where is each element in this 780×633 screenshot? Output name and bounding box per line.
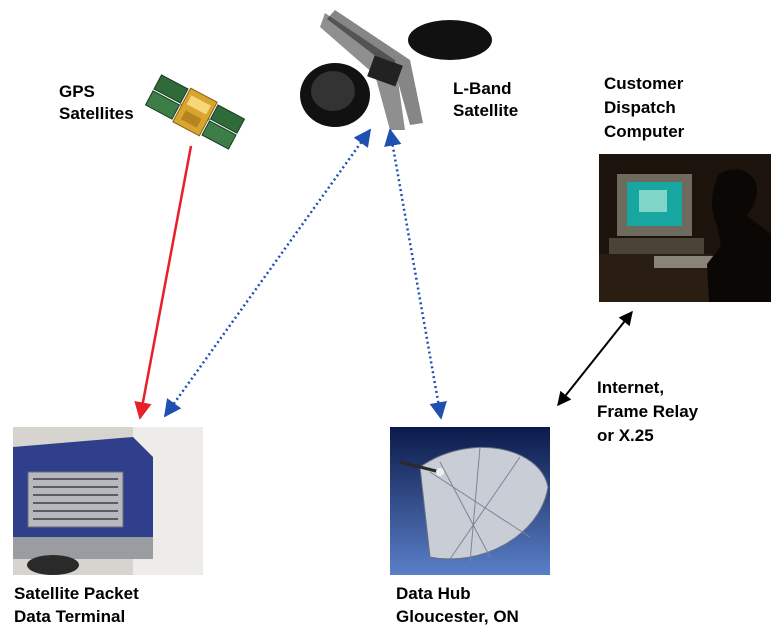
gps-label-line1: GPS — [59, 82, 95, 101]
terminal-lband-link — [163, 128, 372, 418]
network-label-line3: or X.25 — [597, 426, 654, 445]
network-label-line2: Frame Relay — [597, 402, 699, 421]
customer-label-line1: Customer — [604, 74, 684, 93]
lband-hub-link — [384, 128, 447, 420]
lband-label-line2: Satellite — [453, 101, 519, 120]
gps-to-terminal-arrow — [134, 145, 193, 420]
customer-label-line2: Dispatch — [604, 98, 676, 117]
hub-label: Data Hub Gloucester, ON — [396, 582, 519, 628]
terminal-label-line1: Satellite Packet — [14, 584, 139, 603]
lband-label-line1: L-Band — [453, 79, 512, 98]
hub-customer-link — [557, 310, 633, 407]
lband-satellite-image — [300, 10, 492, 130]
customer-dispatch-label: Customer Dispatch Computer — [604, 72, 684, 144]
terminal-truck-image — [13, 427, 203, 575]
terminal-label-line2: Data Terminal — [14, 607, 126, 626]
gps-satellites-label: GPS Satellites — [59, 81, 134, 125]
gps-label-line2: Satellites — [59, 104, 134, 123]
terminal-label: Satellite Packet Data Terminal — [14, 582, 139, 628]
customer-label-line3: Computer — [604, 122, 685, 141]
hub-dish-image — [390, 427, 550, 575]
hub-label-line2: Gloucester, ON — [396, 607, 519, 626]
customer-computer-image — [599, 154, 771, 302]
hub-label-line1: Data Hub — [396, 584, 471, 603]
lband-satellite-label: L-Band Satellite — [453, 78, 518, 122]
